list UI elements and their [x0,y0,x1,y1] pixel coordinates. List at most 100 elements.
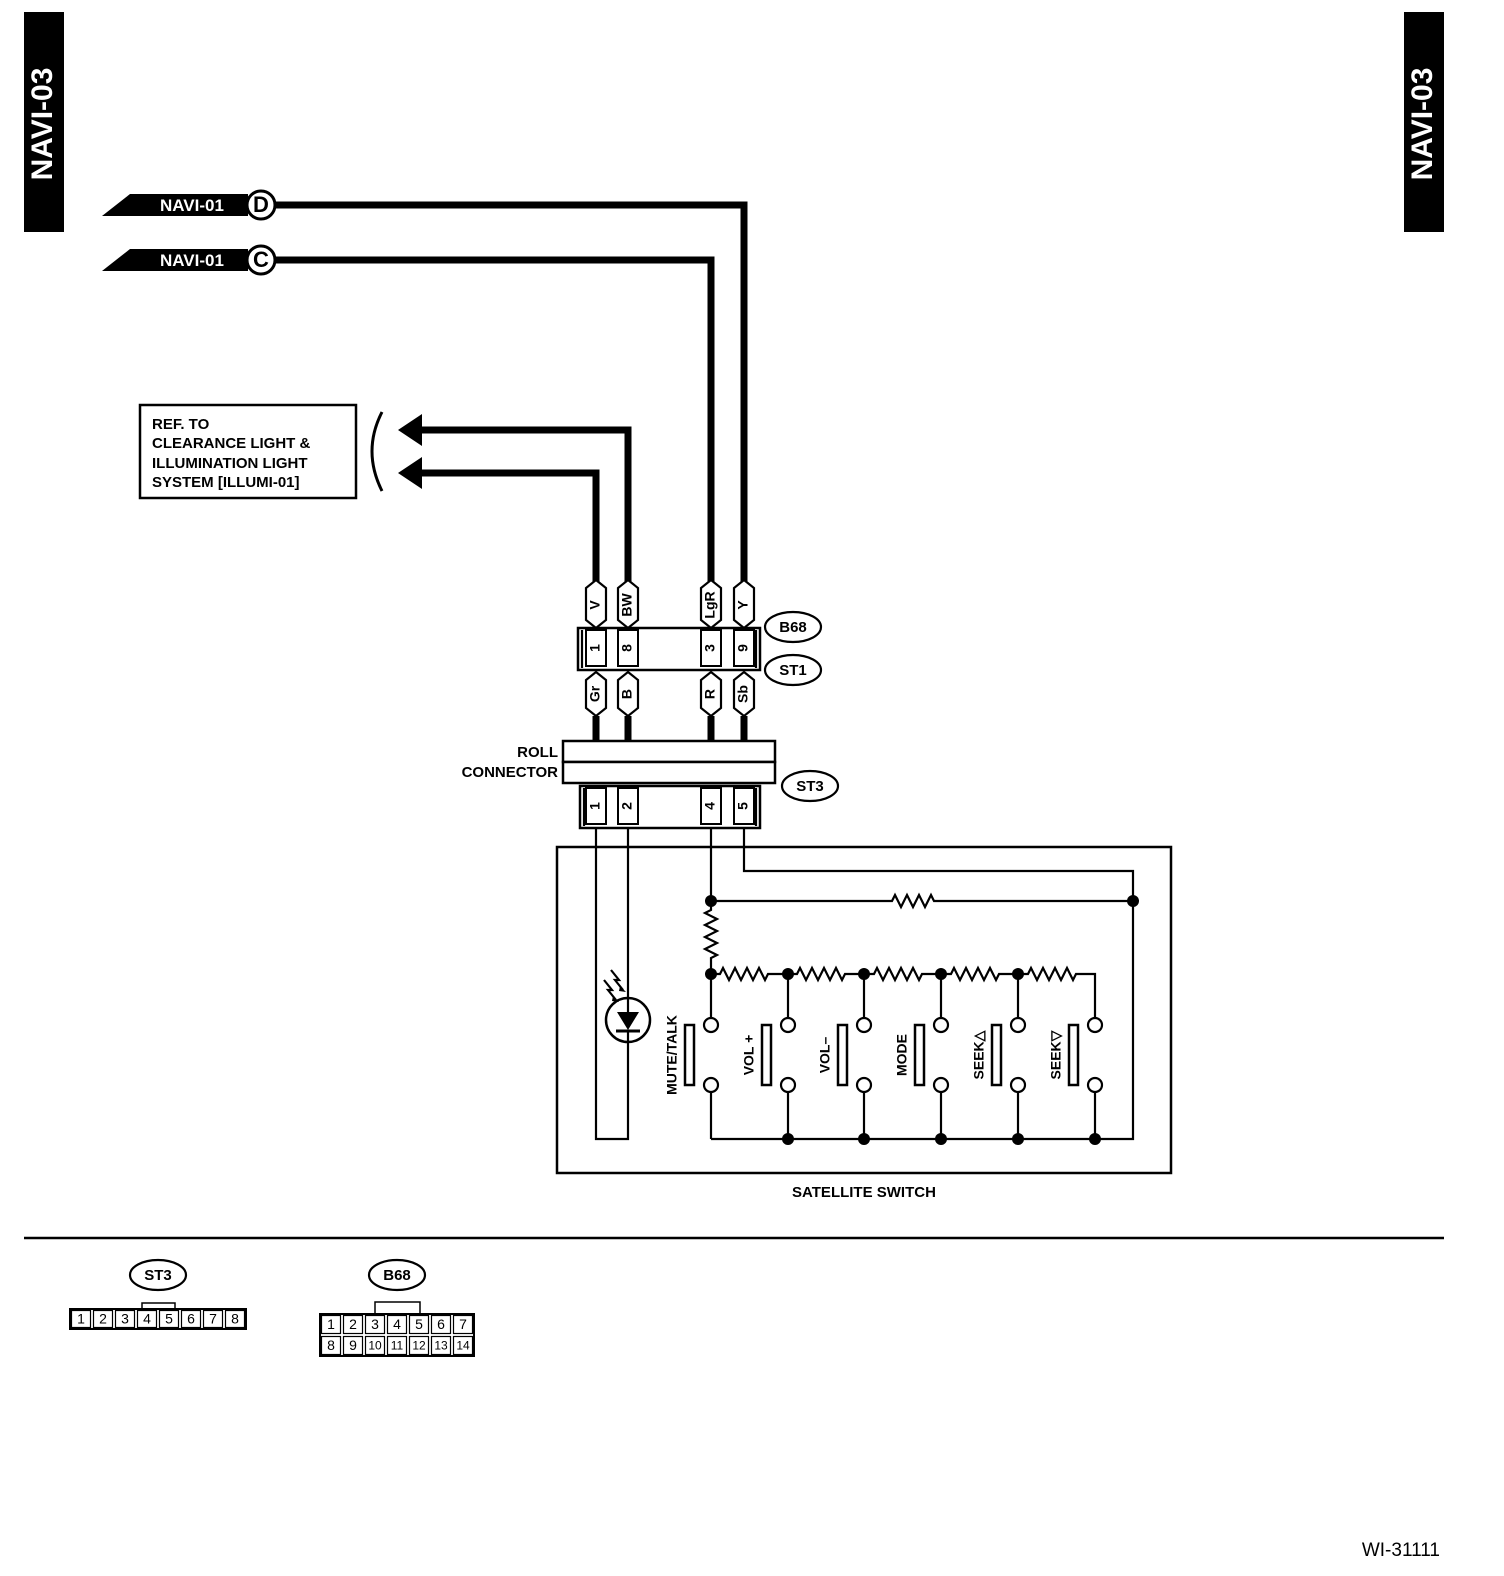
st1-wire-tag-b: B [616,670,640,718]
b68-view-pin-number: 1 [327,1316,335,1332]
switch-label-seek-up: SEEK△ [971,1029,987,1079]
b68-view-cell [342,1335,364,1356]
st3-view-cell [180,1309,202,1329]
connector-label-st3: ST3 [780,769,840,803]
st3-view-pin-number: 3 [121,1311,129,1327]
switch-label-seek-down: SEEK▽ [1048,1029,1064,1079]
b68-wire-tag-v: V [584,578,608,630]
b68-view-pin-number: 13 [434,1339,448,1353]
st3-view-cell [70,1309,92,1329]
b68-view-pin-number: 9 [349,1337,357,1353]
wire-illumi-v [398,457,600,584]
b68-view-cell [430,1314,452,1335]
input-label-c: NAVI-01 [160,251,224,270]
reference-line-3: ILLUMINATION LIGHT [152,455,308,472]
b68-wire-tag-lgr: LgR [699,578,723,630]
connector-st3: 1 2 4 5 [578,784,762,830]
b68-view-cell [320,1335,342,1356]
roll-connector-label-1: ROLL [517,744,558,761]
reference-bracket [370,411,384,492]
svg-text:B68: B68 [779,619,807,636]
svg-text:ST1: ST1 [779,662,807,679]
b68-view-pin-number: 4 [393,1316,401,1332]
reference-line-2: CLEARANCE LIGHT & [152,435,310,452]
led-circuit [594,828,652,1141]
satellite-switch-label: SATELLITE SWITCH [792,1184,936,1201]
b68-view-pin-number: 5 [415,1316,423,1332]
reference-line-4: SYSTEM [ILLUMI-01] [152,474,300,491]
st3-view-pin-number: 2 [99,1311,107,1327]
svg-text:ST3: ST3 [796,778,824,795]
b68-view-cell [320,1314,342,1335]
b68-view-cell [386,1335,408,1356]
st3-view-pin-number: 6 [187,1311,195,1327]
st3-pin-1: 1 [587,802,603,810]
page-tab-right-label: NAVI-03 [1406,68,1439,181]
st1-wire-tag-r: R [699,670,723,718]
wires-st1-to-roll [592,716,748,741]
st1-wire-tag-sb: Sb [732,670,756,718]
b68-view-pin-number: 8 [327,1337,335,1353]
st3-view-pin-number: 4 [143,1311,151,1327]
b68-view-cell [342,1314,364,1335]
b68-wire-tag-y: Y [732,578,756,630]
input-label-d: NAVI-01 [160,196,224,215]
st3-view-pin-number: 5 [165,1311,173,1327]
b68-pin-8: 8 [619,644,635,652]
b68-view-pin-number: 10 [368,1339,382,1353]
b68-view-cell [408,1335,430,1356]
connector-label-st1: ST1 [763,653,823,687]
terminal-d-letter: D [253,192,269,217]
b68-view-cell [452,1335,474,1356]
st3-pin-4: 4 [702,802,718,810]
st3-view-cell [92,1309,114,1329]
svg-text:LgR: LgR [702,591,718,618]
b68-view-pin-number: 11 [391,1339,404,1353]
b68-view-pin-number: 6 [437,1316,445,1332]
svg-text:BW: BW [619,593,635,617]
wire-illumi-bw [398,414,632,584]
st3-view-cell [202,1309,224,1329]
page-tab-left-label: NAVI-03 [26,68,59,181]
b68-view-cell [364,1314,386,1335]
b68-view-cell [386,1314,408,1335]
b68-view-cell [408,1314,430,1335]
b68-view-pin-number: 2 [349,1316,357,1332]
st3-view-pin-number: 1 [77,1311,85,1327]
b68-wire-tag-bw: BW [616,578,640,630]
connector-b68-st1: 1 8 3 9 [576,626,762,672]
connector-label-b68: B68 [763,610,823,644]
b68-pin-1: 1 [587,644,603,652]
svg-text:B: B [619,689,635,699]
b68-view-pin-number: 7 [459,1316,467,1332]
reference-line-1: REF. TO [152,416,210,433]
input-arrow-navi01-c: NAVI-01 C [102,244,277,276]
st3-view-cell [158,1309,180,1329]
satellite-switch-box [555,845,1173,1175]
b68-view-pin-number: 3 [371,1316,379,1332]
roll-connector-label-2: CONNECTOR [462,764,559,781]
page-tab-right: NAVI-03 [1404,12,1444,232]
st1-wire-tag-gr: Gr [584,670,608,718]
connector-view-st3-label: ST3 [144,1267,172,1284]
switch-label-vol-minus: VOL– [817,1037,833,1074]
st3-view-pin-number: 8 [231,1311,239,1327]
wire-navi01-d-y [275,201,748,584]
input-arrow-navi01-d: NAVI-01 D [102,189,277,221]
st3-pin-5: 5 [735,802,751,810]
wire-navi01-c-lgr [275,256,715,584]
switch-label-mode: MODE [894,1034,910,1076]
svg-text:R: R [702,689,718,699]
b68-pin-9: 9 [735,644,751,652]
st3-pin-2: 2 [619,802,635,810]
b68-pin-3: 3 [702,644,718,652]
page-tab-left: NAVI-03 [24,12,64,232]
connector-view-b68-label: B68 [383,1267,411,1284]
figure-id: WI-31111 [1362,1540,1440,1561]
b68-view-pin-number: 12 [412,1339,426,1353]
st3-view-cell [114,1309,136,1329]
